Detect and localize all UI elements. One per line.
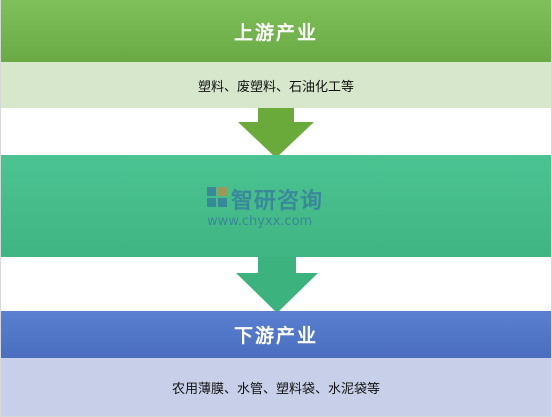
down-arrow-icon [236, 257, 318, 313]
brand-logo-icon [207, 187, 227, 207]
watermark-url: www.chyxx.com [207, 214, 313, 229]
upstream-description-text: 塑料、废塑料、石油化工等 [197, 79, 354, 95]
upstream-industry-description: 塑料、废塑料、石油化工等 [1, 62, 551, 108]
downstream-industry-description: 农用薄膜、水管、塑料袋、水泥袋等 [1, 358, 551, 416]
midstream-industry-block [1, 155, 551, 257]
downstream-description-text: 农用薄膜、水管、塑料袋、水泥袋等 [171, 381, 380, 397]
downstream-industry-header: 下游产业 [1, 311, 551, 358]
upstream-industry-header: 上游产业 [1, 0, 551, 62]
watermark: 智研咨询 www.chyxx.com [205, 183, 355, 235]
downstream-title: 下游产业 [233, 325, 318, 347]
upstream-title: 上游产业 [233, 21, 318, 44]
watermark-brand-name: 智研咨询 [231, 189, 324, 214]
down-arrow-icon [238, 108, 314, 158]
